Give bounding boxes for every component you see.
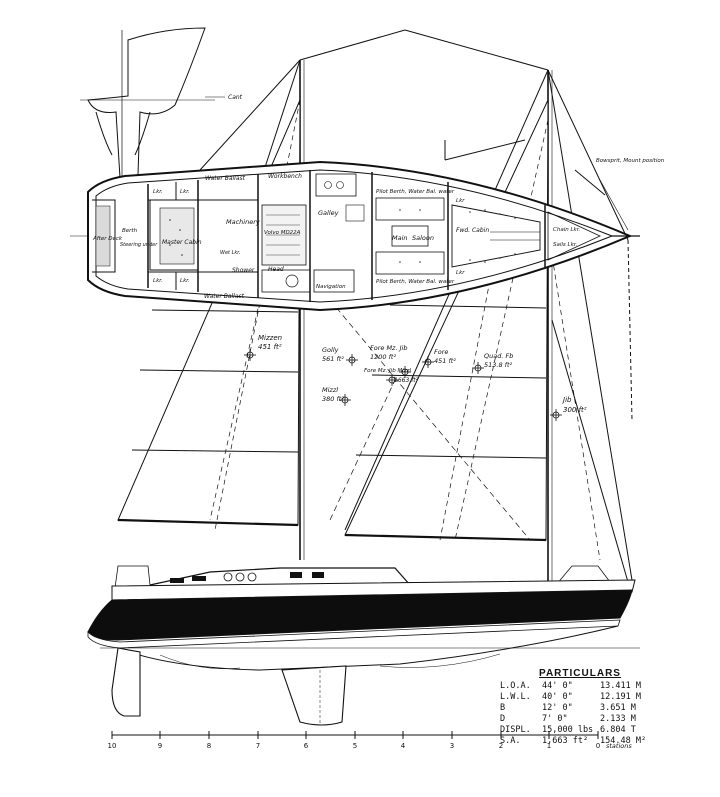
particulars-row: B 12' 0" 3.651 M — [500, 703, 660, 714]
stations-scale — [111, 731, 599, 739]
label-pilot-berth-upper: Pilot Berth, Water Bal. water — [376, 189, 455, 195]
sail-jib-name: Jib — [561, 396, 572, 404]
label-wet-lkr: Wet Lkr. — [220, 250, 240, 256]
label-fwd-cabin: Fwd. Cabin — [456, 227, 489, 234]
particulars-label: B — [500, 703, 506, 713]
particulars-row: L.O.A. 44' 0" 13.411 M — [500, 681, 660, 692]
label-chain-lkr: Chain Lkr. — [553, 227, 580, 233]
particulars-label: S.A. — [500, 736, 521, 746]
particulars-label: L.W.L. — [500, 692, 531, 702]
particulars-imperial: 44' 0" — [542, 681, 573, 691]
sail-foremzjib-area: 1200 ft² — [370, 353, 396, 361]
label-galley: Galley — [318, 209, 339, 217]
label-lkr-4: Lkr. — [180, 278, 190, 284]
sail-mizzen-name: Mizzen — [258, 334, 282, 342]
station-tick-4: 4 — [401, 742, 406, 750]
plan-labels: Water Ballast Workbench Lkr. Lkr. Lkr. L… — [92, 158, 665, 300]
sail-mizzen-area: 451 ft² — [258, 343, 282, 351]
station-tick-8: 8 — [207, 742, 211, 750]
label-pilot-berth-lower: Pilot Berth, Water Bal. water — [376, 279, 455, 285]
deck-dot-pattern — [169, 209, 516, 263]
sail-mizzl-area: 380 ft² — [322, 395, 344, 403]
sail-centroid-markers — [244, 349, 562, 421]
station-tick-6: 6 — [304, 742, 309, 750]
particulars-row: L.W.L. 40' 0" 12.191 M — [500, 692, 660, 703]
particulars-row: D 7' 0" 2.133 M — [500, 714, 660, 725]
label-water-ballast-bottom: Water Ballast — [204, 293, 245, 300]
particulars-imperial: 12' 0" — [542, 703, 573, 713]
label-head: Head — [268, 266, 284, 273]
particulars-table: PARTICULARS L.O.A. 44' 0" 13.411 M L.W.L… — [500, 668, 660, 747]
station-tick-9: 9 — [158, 742, 162, 750]
station-tick-2: 2 — [499, 742, 503, 750]
sail-foremzjibmizzl-name: Fore Mz. Jib Mizzl — [364, 368, 411, 374]
sail-quad-name: Quad. Fb — [484, 352, 513, 360]
particulars-metric: 13.411 M — [600, 681, 641, 691]
particulars-label: D — [500, 714, 506, 724]
stern-section-view — [80, 27, 225, 180]
label-lkr-6: Lkr — [456, 270, 465, 276]
sail-mizzl-name: Mizzl — [322, 386, 338, 394]
label-lkr-2: Lkr. — [180, 189, 190, 195]
sail-labels: Mizzen 451 ft² Golly 561 ft² Fore Mz. Ji… — [258, 334, 587, 414]
sail-fore-name: Fore — [434, 348, 448, 356]
label-lkr-5: Lkr — [456, 198, 465, 204]
particulars-metric: 154.48 M² — [600, 736, 647, 746]
sail-jib-area: 300 ft² — [563, 406, 587, 414]
label-saloon: Saloon — [412, 234, 434, 242]
stations-caption: stations — [606, 742, 632, 750]
particulars-row: DISPL. 15,000 lbs 6.804 T — [500, 725, 660, 736]
label-water-ballast-top: Water Ballast — [205, 175, 246, 182]
label-bowsprit: Bowsprit, Mount position — [596, 158, 665, 164]
particulars-imperial: 1,663 ft² — [542, 736, 589, 746]
label-lkr-3: Lkr. — [153, 278, 163, 284]
station-tick-7: 7 — [256, 742, 260, 750]
label-steering-under: Steering under — [120, 242, 158, 248]
sail-foremzjib-name: Fore Mz. Jib — [370, 344, 407, 352]
label-volvo: Volvo MD22A — [264, 230, 301, 236]
particulars-label: L.O.A. — [500, 681, 531, 691]
sail-foremzjibmizzl-area: 1663 ft² — [394, 377, 419, 384]
sail-golly-name: Golly — [322, 346, 339, 354]
particulars-metric: 2.133 M — [600, 714, 636, 724]
station-tick-5: 5 — [353, 742, 357, 750]
accommodation-plan — [70, 160, 640, 312]
station-tick-labels: 10 9 8 7 6 5 4 3 2 1 0 stations — [108, 742, 633, 750]
label-workbench: Workbench — [268, 173, 302, 180]
label-master-cabin: Master Cabin — [162, 239, 202, 246]
label-lkr-1: Lkr. — [153, 189, 163, 195]
sail-quad-area: 513.8 ft² — [484, 361, 513, 369]
station-tick-1: 1 — [547, 742, 551, 750]
label-berth: Berth — [122, 228, 138, 234]
cant-label: Cant — [228, 94, 243, 101]
hull-profile — [87, 565, 640, 726]
particulars-imperial: 40' 0" — [542, 692, 573, 702]
label-machinery: Machinery — [226, 218, 260, 226]
particulars-metric: 3.651 M — [600, 703, 636, 713]
label-after-deck: After Deck — [92, 236, 123, 242]
sail-golly-area: 561 ft² — [322, 355, 344, 363]
sail-fore-area: 451 ft² — [434, 357, 456, 365]
label-sails-lkr: Sails Lkr. — [553, 242, 578, 248]
particulars-imperial: 7' 0" — [542, 714, 568, 724]
label-main: Main — [392, 234, 408, 242]
particulars-metric: 6.804 T — [600, 725, 636, 735]
particulars-title: PARTICULARS — [539, 668, 621, 679]
particulars-metric: 12.191 M — [600, 692, 641, 702]
particulars-row: S.A. 1,663 ft² 154.48 M² — [500, 736, 660, 747]
label-shower: Shower — [232, 267, 255, 274]
station-tick-3: 3 — [450, 742, 454, 750]
station-tick-0: 0 — [596, 742, 600, 750]
particulars-imperial: 15,000 lbs — [542, 725, 594, 735]
particulars-label: DISPL. — [500, 725, 531, 735]
label-navigation: Navigation — [316, 284, 346, 290]
station-tick-10: 10 — [108, 742, 117, 750]
